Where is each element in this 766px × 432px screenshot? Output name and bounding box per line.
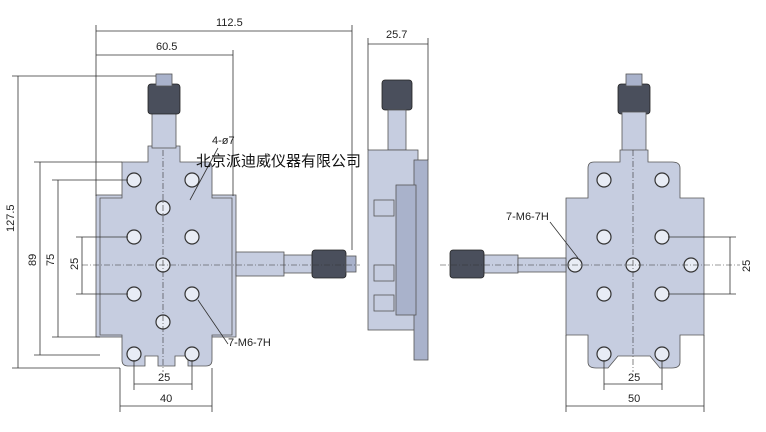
hole	[596, 346, 612, 362]
dim-25-left-text: 25	[69, 258, 81, 270]
dim-overall-width-text: 112.5	[216, 17, 243, 29]
rear-top-cap	[625, 73, 643, 87]
rear-left-barrel	[483, 254, 519, 274]
hole	[184, 346, 200, 362]
front-top-plate	[99, 145, 233, 367]
callout-leader	[197, 299, 229, 345]
front-right-knurl	[311, 249, 347, 279]
hole	[654, 172, 670, 188]
dim-side-width-text: 25.7	[386, 29, 407, 41]
company-watermark: 北京派迪威仪器有限公司	[196, 153, 361, 170]
side-section-hatch	[395, 184, 417, 316]
hole	[654, 229, 670, 245]
side-top-sleeve	[387, 109, 407, 151]
hole	[596, 286, 612, 302]
side-slot	[373, 199, 395, 217]
hole	[126, 172, 142, 188]
side-slot	[373, 294, 395, 312]
hole	[184, 229, 200, 245]
front-right-cap	[345, 255, 357, 273]
dim-overall-height-text: 127.5	[5, 204, 17, 232]
hole	[654, 286, 670, 302]
dim-bottom-40-text: 40	[160, 393, 172, 405]
front-top-micrometer-sleeve	[151, 111, 177, 149]
dim-89-text: 89	[27, 254, 39, 266]
front-right-barrel	[283, 254, 313, 274]
rear-top-knurl	[617, 83, 651, 115]
hole	[126, 346, 142, 362]
dim-bottom-25-right-text: 25	[628, 372, 640, 384]
rear-left-knurl	[449, 249, 485, 279]
dim-bottom-25-text: 25	[158, 372, 170, 384]
dim-bottom-50-text: 50	[628, 393, 640, 405]
front-top-micrometer-cap	[155, 73, 173, 87]
hole	[184, 172, 200, 188]
front-top-micrometer-knurl	[147, 83, 181, 115]
side-view: 25.7	[367, 29, 429, 361]
tapped-hole-callout-left: 7-M6-7H	[228, 337, 271, 349]
hole	[654, 346, 670, 362]
hole	[126, 229, 142, 245]
callout-leader	[549, 221, 579, 259]
front-right-sleeve	[235, 251, 285, 277]
hole	[184, 286, 200, 302]
front-view: 112.5 60.5 127.5 89 75 25 25 40 4-ø7 7-M…	[5, 17, 360, 412]
tapped-hole-callout-right: 7-M6-7H	[506, 211, 549, 223]
dim-75-text: 75	[45, 254, 57, 266]
side-top-knurl	[381, 79, 413, 111]
rear-top-sleeve	[621, 111, 647, 153]
dim-25-right-text: 25	[741, 260, 753, 272]
dim-inner-width-text: 60.5	[156, 41, 177, 53]
rear-view: 25 25 50 7-M6-7H	[440, 73, 753, 412]
front-holes	[126, 172, 200, 362]
hole	[596, 229, 612, 245]
hole	[596, 172, 612, 188]
callout-leader	[189, 147, 219, 201]
hole	[126, 286, 142, 302]
through-hole-callout: 4-ø7	[212, 135, 235, 147]
side-slot	[373, 264, 395, 282]
